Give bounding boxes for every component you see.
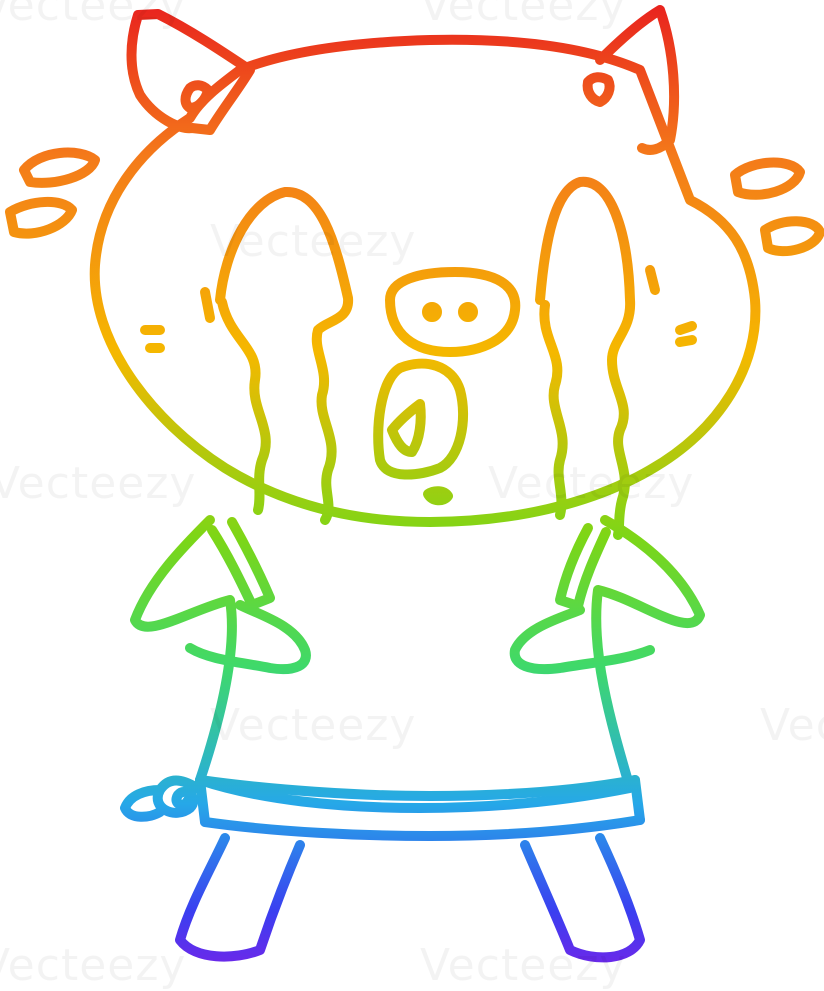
blush-right-3 — [645, 265, 660, 295]
dress-hem-top — [195, 775, 640, 801]
open-mouth — [373, 358, 468, 480]
left-ear-inner — [180, 80, 213, 113]
right-ear — [595, 5, 680, 155]
left-tear-stream — [215, 187, 354, 525]
right-hand — [509, 605, 655, 675]
dress-hem-bottom — [200, 815, 645, 841]
shake-mark-right-bottom — [760, 216, 824, 257]
shake-mark-left-bottom — [5, 196, 77, 239]
left-nostril — [422, 302, 442, 322]
right-leg — [520, 833, 645, 963]
left-sleeve-cuff — [207, 517, 275, 610]
right-tear-stream-inner — [539, 300, 568, 520]
curly-tail — [120, 775, 205, 822]
blush-left-3 — [200, 287, 215, 323]
left-ear — [126, 9, 255, 135]
snout — [385, 267, 521, 357]
right-ear-inner — [582, 72, 615, 107]
right-nostril — [458, 302, 478, 322]
left-hand — [185, 600, 311, 674]
head-outline — [89, 34, 761, 527]
shake-mark-right-top — [730, 157, 805, 200]
shake-mark-left-top — [19, 147, 100, 188]
chin-mark — [423, 486, 453, 506]
blush-right-2 — [675, 335, 697, 347]
dress-body — [130, 515, 705, 813]
dress-hem-right — [630, 775, 645, 825]
blush-right-1 — [675, 321, 697, 335]
right-tear-stream — [535, 176, 636, 540]
mouth-inner — [387, 399, 426, 457]
left-tear-stream-inner — [217, 297, 271, 515]
left-leg — [175, 833, 305, 962]
right-sleeve-cuff — [555, 523, 611, 611]
